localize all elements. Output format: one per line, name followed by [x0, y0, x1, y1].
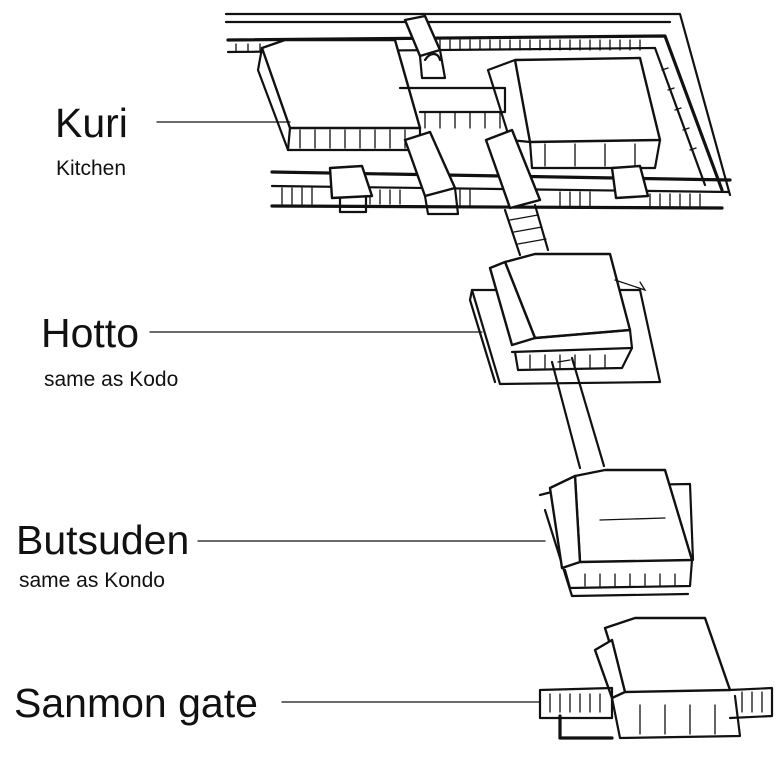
leader-lines	[150, 122, 545, 702]
kuri-compound-drawing	[226, 14, 730, 255]
butsuden-drawing	[540, 470, 693, 596]
hotto-sublabel: same as Kodo	[44, 369, 178, 390]
butsuden-sublabel: same as Kondo	[19, 570, 165, 591]
kuri-label: Kuri	[55, 103, 128, 144]
hotto-drawing	[470, 254, 660, 384]
hotto-label: Hotto	[41, 313, 139, 354]
butsuden-label: Butsuden	[16, 520, 189, 561]
sanmon-gate-label: Sanmon gate	[14, 683, 258, 724]
kuri-sublabel: Kitchen	[56, 158, 126, 179]
sanmon-gate-drawing	[540, 618, 772, 738]
hotto-butsuden-corridor	[552, 358, 604, 468]
